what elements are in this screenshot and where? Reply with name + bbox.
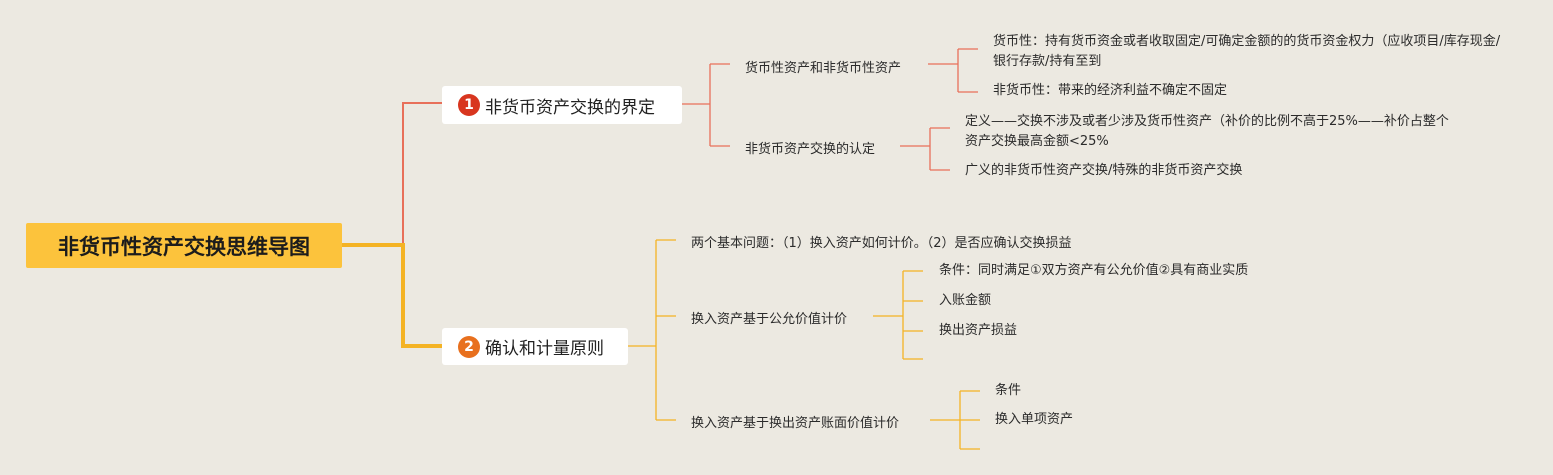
connector-b1-2 (900, 127, 950, 171)
connector-b1-1 (928, 48, 978, 93)
topic-nonmonetary-definition[interactable]: 非货币性：带来的经济利益不确定不固定 (993, 83, 1228, 98)
topic-monetary-vs-nonmonetary[interactable]: 货币性资产和非货币性资产 (745, 61, 902, 76)
connector-b2-3 (930, 390, 980, 450)
topic-book-value-conditions[interactable]: 条件 (995, 383, 1022, 398)
connector-root-branch2 (342, 243, 442, 348)
topic-broad-exchange[interactable]: 广义的非货币性资产交换/特殊的非货币资产交换 (965, 163, 1243, 178)
branch-1-title: 非货币资产交换的界定 (485, 97, 655, 118)
connector-b2-2 (873, 270, 923, 360)
topic-fair-value-measurement[interactable]: 换入资产基于公允价值计价 (691, 312, 848, 327)
branch-1-node[interactable]: 1 非货币资产交换的界定 (442, 86, 682, 124)
topic-swapped-out-gain-loss[interactable]: 换出资产损益 (939, 323, 1018, 338)
topic-two-basic-questions[interactable]: 两个基本问题：（1）换入资产如何计价。（2）是否应确认交换损益 (691, 236, 1072, 251)
topic-recorded-amount[interactable]: 入账金额 (939, 293, 992, 308)
branch-2-number-badge: 2 (458, 335, 480, 358)
topic-fair-value-conditions[interactable]: 条件：同时满足①双方资产有公允价值②具有商业实质 (939, 263, 1249, 278)
topic-exchange-definition[interactable]: 定义——交换不涉及或者少涉及货币性资产（补价的比例不高于25%——补价占整个资产… (965, 114, 1449, 149)
branch-2-title: 确认和计量原则 (485, 339, 604, 359)
topic-exchange-recognition[interactable]: 非货币资产交换的认定 (745, 142, 876, 157)
connector-b1 (682, 63, 730, 147)
root-title: 非货币性资产交换思维导图 (58, 234, 310, 259)
connector-root-branch1 (342, 102, 442, 246)
branch-1-number-badge: 1 (458, 94, 480, 116)
connector-b2 (628, 239, 676, 421)
topic-book-value-measurement[interactable]: 换入资产基于换出资产账面价值计价 (691, 416, 900, 431)
branch-2-node[interactable]: 2 确认和计量原则 (442, 328, 628, 365)
topic-single-asset-in[interactable]: 换入单项资产 (995, 412, 1074, 427)
topic-monetary-definition[interactable]: 货币性：持有货币资金或者收取固定/可确定金额的的货币资金权力（应收项目/库存现金… (993, 34, 1501, 69)
root-node[interactable]: 非货币性资产交换思维导图 (26, 223, 342, 268)
